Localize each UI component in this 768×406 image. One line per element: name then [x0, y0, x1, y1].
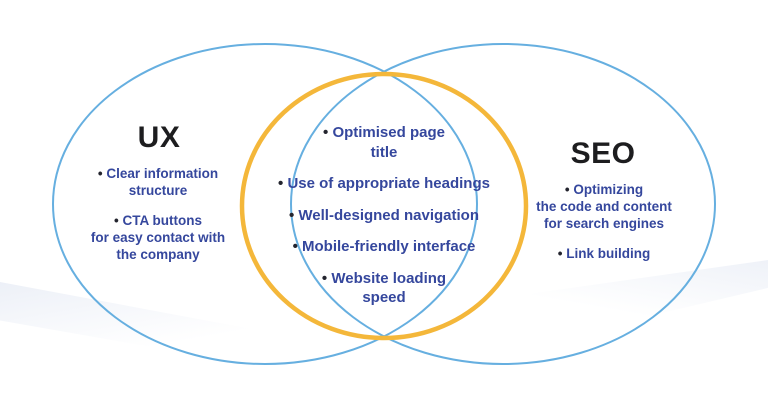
- list-item: • Well-designed navigation: [254, 206, 514, 226]
- list-item: • Mobile-friendly interface: [254, 237, 514, 257]
- bullet-icon: •: [323, 124, 333, 141]
- list-item: • Use of appropriate headings: [254, 174, 514, 194]
- bullet-icon: •: [97, 166, 107, 181]
- item-text: CTA buttons for easy contact with the co…: [90, 213, 226, 262]
- item-text: Clear information structure: [106, 166, 219, 198]
- item-text: Mobile-friendly interface: [302, 238, 476, 255]
- bullet-icon: •: [278, 175, 288, 192]
- ux-title: UX: [137, 121, 181, 154]
- item-text: Use of appropriate headings: [287, 175, 490, 192]
- list-item: • Optimised page title: [254, 123, 514, 162]
- seo-items-list: • Optimizing the code and content for se…: [510, 181, 698, 275]
- list-item: • Website loading speed: [254, 269, 514, 308]
- item-text: Link building: [566, 246, 651, 261]
- list-item: • Optimizing the code and content for se…: [510, 181, 698, 232]
- item-text: Well-designed navigation: [298, 206, 479, 224]
- list-item: • CTA buttons for easy contact with the …: [68, 212, 248, 263]
- list-item: • Link building: [510, 245, 698, 262]
- ux-circle: [52, 43, 478, 365]
- bullet-icon: •: [557, 246, 567, 261]
- bullet-icon: •: [292, 238, 303, 255]
- intersection-items-list: • Optimised page title• Use of appropria…: [254, 123, 514, 320]
- seo-circle: [290, 43, 716, 365]
- ux-items-list: • Clear information structure• CTA butto…: [68, 165, 248, 276]
- bullet-icon: •: [321, 269, 332, 287]
- item-text: Optimised page title: [332, 124, 445, 161]
- list-item: • Clear information structure: [68, 165, 248, 199]
- bullet-icon: •: [564, 182, 574, 197]
- item-text: Website loading speed: [331, 269, 447, 307]
- bullet-icon: •: [288, 206, 299, 224]
- item-text: Optimizing the code and content for sear…: [536, 182, 672, 231]
- seo-title: SEO: [570, 137, 636, 170]
- intersection-circle: [239, 71, 529, 341]
- bullet-icon: •: [114, 213, 123, 228]
